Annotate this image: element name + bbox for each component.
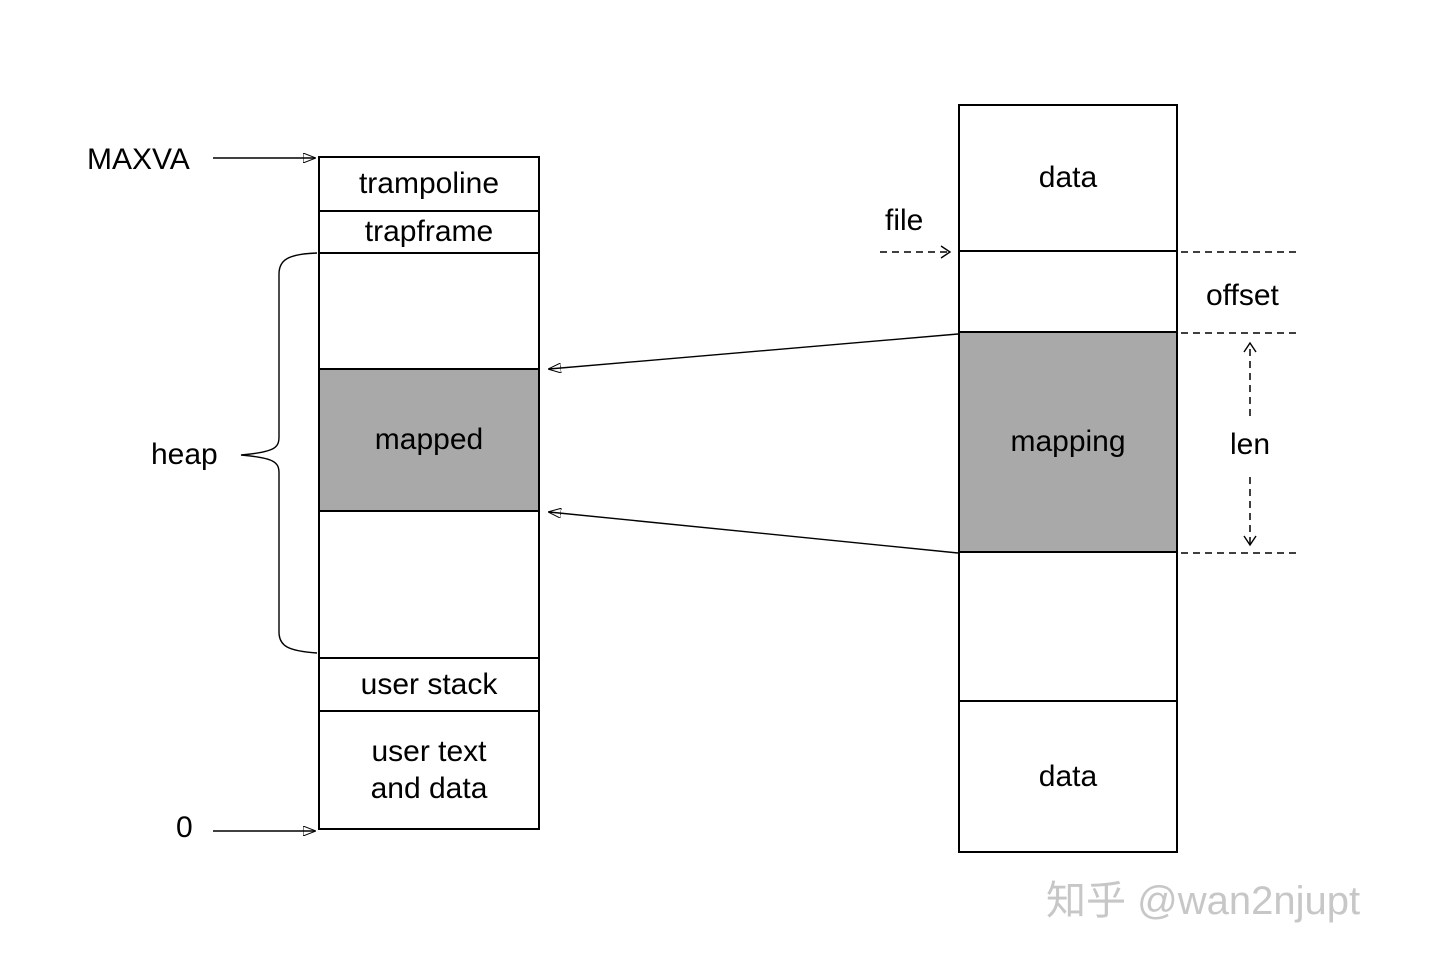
section-file-empty-below-mapping: [960, 553, 1176, 702]
len-label: len: [1230, 428, 1271, 461]
maxva-label: MAXVA: [87, 143, 190, 176]
section-empty-above-mapped: [320, 254, 538, 370]
heap-brace: [240, 252, 318, 654]
section-mapped: mapped: [320, 370, 538, 512]
section-trampoline: trampoline: [320, 158, 538, 212]
mapping-to-mapped-bottom-arrow: [549, 512, 959, 554]
zero-label: 0: [176, 811, 193, 844]
section-file-data-top: data: [960, 106, 1176, 252]
section-mapping: mapping: [960, 333, 1176, 553]
section-file-offset-region: [960, 252, 1176, 333]
file-column: data mapping data: [958, 104, 1178, 853]
watermark: 知乎 @wan2njupt: [1046, 879, 1361, 923]
section-file-data-bottom: data: [1038, 759, 1098, 793]
mapping-to-mapped-top-arrow: [549, 333, 959, 369]
section-trapframe: trapframe: [320, 212, 538, 254]
offset-label: offset: [1206, 279, 1279, 312]
address-space-column: trampoline trapframe mapped user stack u…: [318, 156, 540, 830]
section-empty-below-mapped: [320, 512, 538, 659]
heap-label: heap: [151, 438, 218, 471]
section-user-text-and-data: user text and data: [370, 734, 488, 806]
file-label: file: [885, 204, 924, 237]
section-user-stack: user stack: [320, 659, 538, 712]
